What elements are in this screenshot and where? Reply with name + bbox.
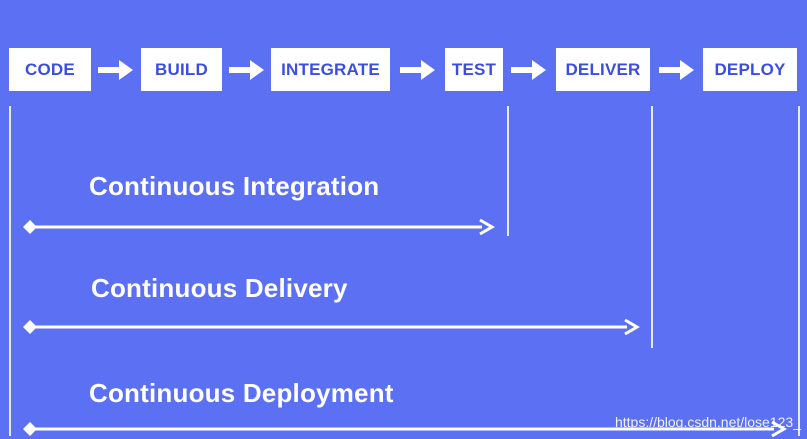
stage-code: CODE (9, 48, 91, 91)
stage-deliver: DELIVER (556, 48, 650, 91)
boundary-line-deliver (651, 106, 653, 348)
continuous-integration-arrow (23, 218, 495, 236)
continuous-delivery-label: Continuous Delivery (91, 273, 348, 303)
arrow-right-icon (98, 60, 133, 80)
stage-build: BUILD (141, 48, 222, 91)
continuous-deployment-label: Continuous Deployment (89, 378, 394, 408)
stage-integrate: INTEGRATE (271, 48, 390, 91)
boundary-line-deploy (798, 106, 800, 436)
continuous-integration-label: Continuous Integration (89, 171, 380, 201)
arrow-right-icon (511, 60, 546, 80)
boundary-line-start (9, 106, 11, 436)
arrow-right-icon (659, 60, 694, 80)
stage-deploy: DEPLOY (703, 48, 797, 91)
continuous-deployment-arrow (23, 420, 787, 438)
arrow-right-icon (400, 60, 435, 80)
continuous-delivery-arrow (23, 318, 640, 336)
arrow-right-icon (229, 60, 264, 80)
stage-test: TEST (445, 48, 503, 91)
boundary-line-test (507, 106, 509, 236)
watermark-text: https://blog.csdn.net/lose123_ (614, 414, 801, 430)
